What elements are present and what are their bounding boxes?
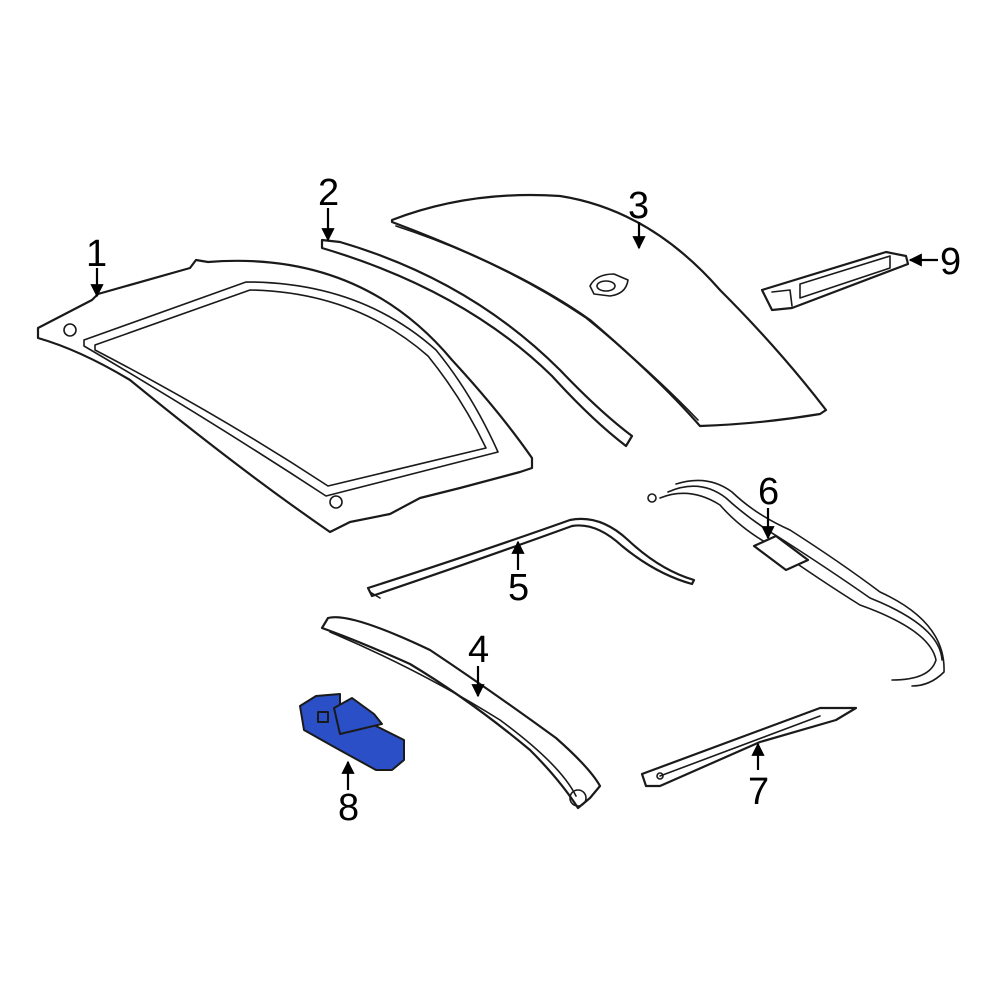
part-9-bracket[interactable] <box>760 250 910 312</box>
part-2-weatherstrip[interactable] <box>320 238 634 448</box>
callout-3: 3 <box>628 185 649 227</box>
part-7-rail-bracket[interactable] <box>640 706 858 788</box>
part-4-roller-shade[interactable] <box>320 616 602 810</box>
part-6-drive-cable[interactable] <box>647 479 945 687</box>
callout-9: 9 <box>940 241 961 283</box>
callout-1: 1 <box>86 233 107 275</box>
callout-4: 4 <box>468 629 489 671</box>
callout-labels: 1 2 3 4 5 6 7 8 9 <box>86 172 961 829</box>
callout-7: 7 <box>748 771 769 813</box>
callout-5: 5 <box>508 567 529 609</box>
callout-2: 2 <box>318 172 339 214</box>
leader-lines <box>90 208 938 790</box>
callout-8: 8 <box>338 787 359 829</box>
part-3-glass-panel[interactable] <box>390 193 828 428</box>
part-8-highlighted-component[interactable] <box>299 693 405 771</box>
callout-6: 6 <box>758 471 779 513</box>
part-5-guide-strip[interactable] <box>366 517 696 599</box>
part-1-sunroof-frame[interactable] <box>36 258 534 534</box>
